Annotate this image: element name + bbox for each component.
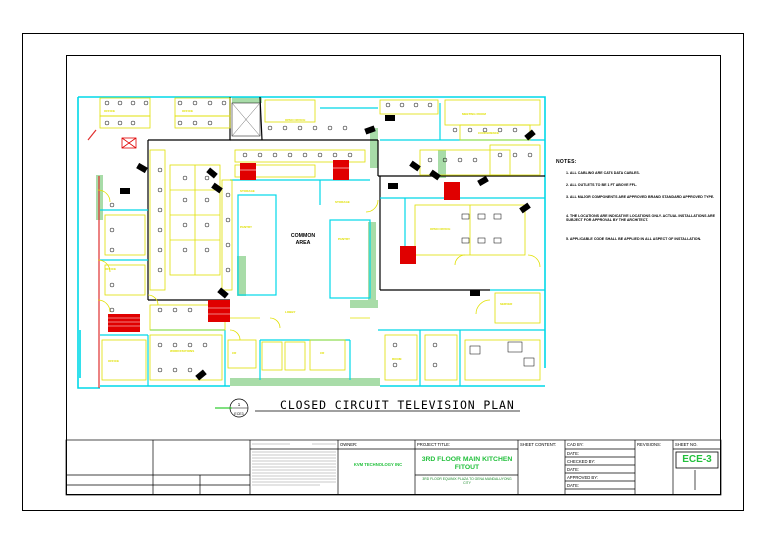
svg-text:PANTRY: PANTRY xyxy=(240,225,252,229)
view-number: 1 xyxy=(238,402,241,407)
svg-text:CR: CR xyxy=(232,351,237,355)
project-location: 3RD FLOOR EQUINIX PLAZA TO GENA MANDALUY… xyxy=(422,477,512,485)
svg-text:OPEN OFFICE: OPEN OFFICE xyxy=(430,227,450,231)
svg-text:PANTRY: PANTRY xyxy=(338,237,350,241)
sheet-content-label: SHEET CONTENT: xyxy=(520,442,556,447)
notes-heading: NOTES: xyxy=(556,159,577,165)
common-area-label-line2: AREA xyxy=(296,240,311,246)
sheet-border xyxy=(22,33,744,511)
project-title-label: PROJECT TITLE: xyxy=(417,442,451,447)
room-labels: OFFICE OFFICE OPEN OFFICE MEETING ROOM C… xyxy=(104,109,513,363)
note-2: 2. ALL OUTLETS TO BE 1 FT ABOVE FFL. xyxy=(566,183,638,187)
chairs xyxy=(104,100,533,373)
svg-text:SERVER: SERVER xyxy=(500,302,513,306)
svg-text:OPEN OFFICE: OPEN OFFICE xyxy=(285,118,305,122)
svg-text:OFFICE: OFFICE xyxy=(182,109,193,113)
meeting-tables xyxy=(461,213,535,367)
hatched-area xyxy=(231,102,261,137)
drawing-frame xyxy=(66,55,721,495)
owner-label: OWNER: xyxy=(340,442,358,447)
exterior-walls xyxy=(77,96,546,389)
svg-text:OFFICE: OFFICE xyxy=(105,267,116,271)
view-marker xyxy=(215,398,520,418)
svg-text:STORAGE: STORAGE xyxy=(335,200,350,204)
furniture xyxy=(97,97,541,381)
checked-date-label: DATE: xyxy=(567,467,580,472)
svg-text:WORKSTATIONS: WORKSTATIONS xyxy=(170,349,194,353)
svg-text:MEETING ROOM: MEETING ROOM xyxy=(462,112,486,116)
svg-text:OFFICE: OFFICE xyxy=(108,359,119,363)
sheet-no-label: SHEET NO. xyxy=(675,442,698,447)
svg-text:CONFERENCE: CONFERENCE xyxy=(478,131,499,135)
note-3: 3. ALL MAJOR COMPONENTS ARE APPROVED BRA… xyxy=(566,195,715,199)
cctv-cameras xyxy=(120,115,536,381)
revisions-label: REVISIONS: xyxy=(637,442,661,447)
interior-partitions xyxy=(100,103,545,386)
cad-date-label: DATE: xyxy=(567,451,580,456)
sheet-number: ECE-3 xyxy=(682,454,712,465)
project-title: 3RD FLOOR MAIN KITCHEN FITOUT xyxy=(421,456,513,471)
owner-name: KVM TECHNOLOGY INC xyxy=(353,462,403,467)
svg-text:STORAGE: STORAGE xyxy=(240,189,255,193)
title-block-fine-print xyxy=(252,443,336,486)
approved-date-label: DATE: xyxy=(567,483,580,488)
svg-text:OFFICE: OFFICE xyxy=(104,109,115,113)
cad-by-label: CAD BY: xyxy=(567,442,584,447)
svg-text:ROOM: ROOM xyxy=(392,357,402,361)
svg-text:CR: CR xyxy=(320,351,325,355)
view-sheet: ECE3 xyxy=(234,412,243,416)
approved-by-label: APPROVED BY: xyxy=(567,475,598,480)
note-4: 4. THE LOCATIONS ARE INDICATIVE LOCATION… xyxy=(566,214,716,223)
note-1: 1. ALL CABLING ARE CAT6 DATA CABLES. xyxy=(566,171,640,175)
drawing-title: CLOSED CIRCUIT TELEVISION PLAN xyxy=(280,398,515,412)
red-equipment xyxy=(108,137,460,332)
checked-by-label: CHECKED BY: xyxy=(567,459,596,464)
common-area-label-line1: COMMON xyxy=(291,233,315,239)
svg-text:LOBBY: LOBBY xyxy=(285,310,296,314)
title-block-grid xyxy=(65,439,722,496)
note-5: 5. APPLICABLE CODE SHALL BE APPLIED IN A… xyxy=(566,237,702,241)
